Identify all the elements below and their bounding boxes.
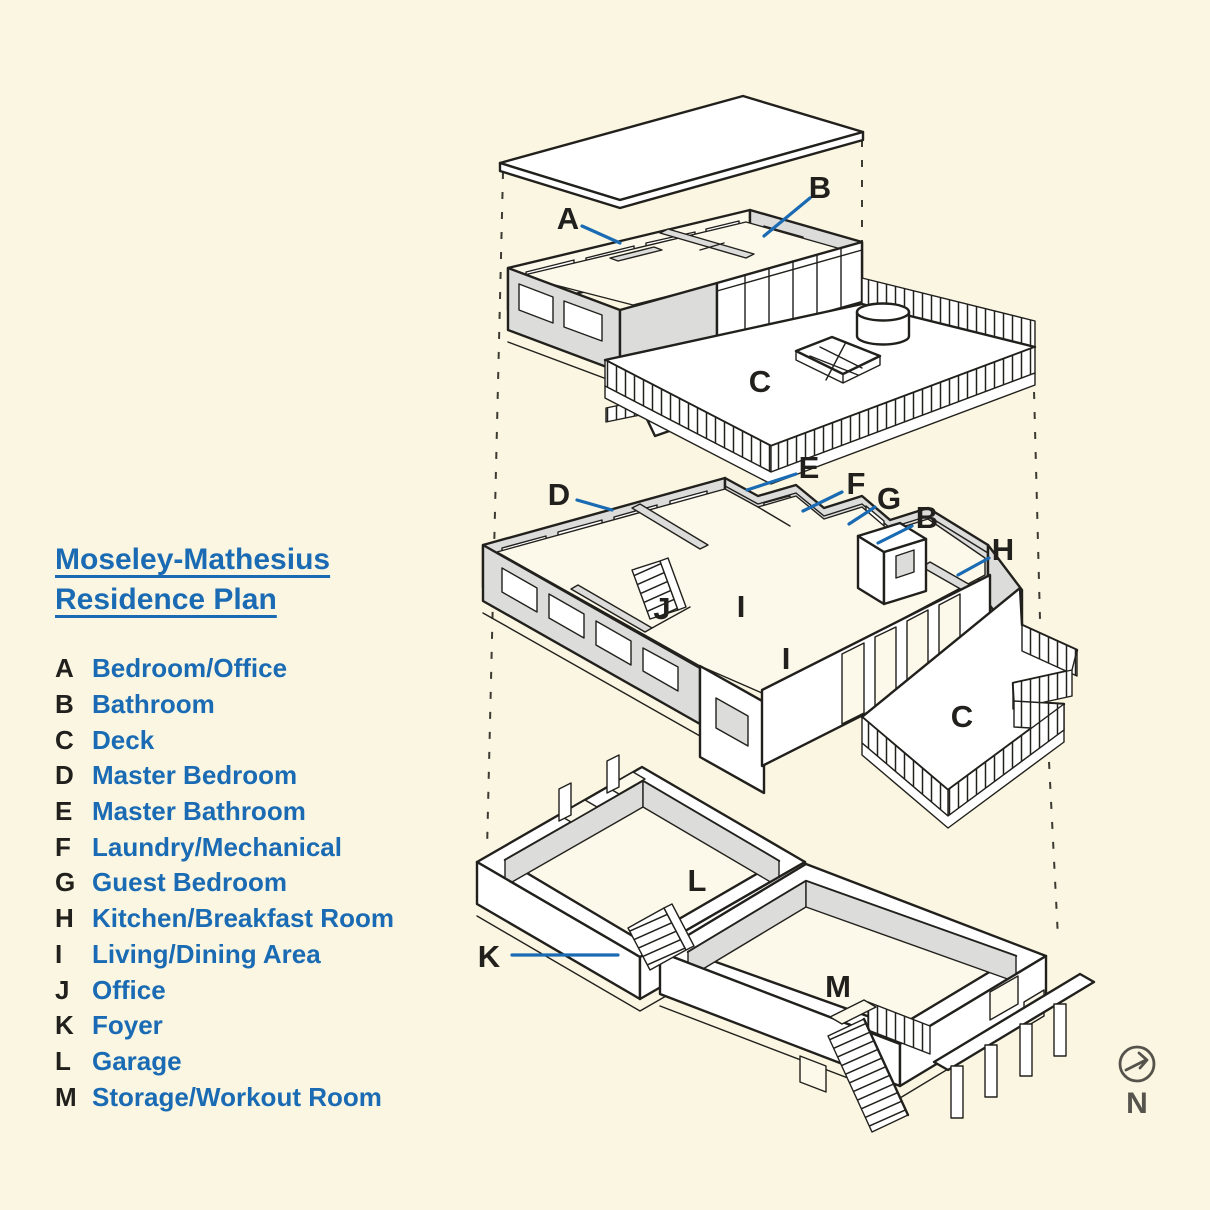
title-line-2: Residence Plan [55, 583, 277, 616]
legend-key: D [55, 760, 74, 791]
main-deck [860, 586, 1079, 829]
legend-item-H: H Kitchen/Breakfast Room [55, 901, 394, 937]
plan-title: Moseley-Mathesius Residence Plan [55, 540, 330, 620]
legend-name: Garage [92, 1045, 182, 1076]
compass-circle-icon [1118, 1045, 1156, 1083]
main-front-windows [501, 567, 679, 692]
main-floor [481, 476, 1024, 795]
legend-name: Guest Bedroom [92, 867, 288, 898]
legend-key: I [55, 938, 63, 969]
callout-H: H [992, 532, 1014, 567]
foyer-stair [627, 903, 695, 971]
callout-M: M [825, 969, 851, 1004]
legend-item-J: J Office [55, 972, 394, 1008]
callout-D: D [548, 477, 570, 512]
legend-name: Foyer [92, 1010, 163, 1041]
legend-item-M: M Storage/Workout Room [55, 1079, 394, 1115]
callout-C-main: C [951, 699, 973, 734]
legend-name: Office [92, 974, 166, 1005]
legend-key: H [55, 903, 74, 934]
legend-item-F: F Laundry/Mechanical [55, 829, 394, 865]
compass-north-label: N [1126, 1087, 1148, 1120]
legend-key: E [55, 796, 73, 827]
legend-key: K [55, 1010, 74, 1041]
legend-key: A [55, 653, 74, 684]
legend-item-E: E Master Bathroom [55, 794, 394, 830]
callout-B-main: B [916, 500, 938, 535]
garage-back-openings [558, 754, 646, 823]
legend: A Bedroom/Office B Bathroom C Deck D Mas… [55, 651, 394, 1115]
legend-name: Laundry/Mechanical [92, 831, 342, 862]
compass: N [1118, 1045, 1156, 1120]
compass-arrow-icon [1124, 1058, 1148, 1072]
legend-item-G: G Guest Bedroom [55, 865, 394, 901]
legend-key: L [55, 1045, 71, 1076]
callout-C-upper: C [749, 364, 771, 399]
roof-slab [498, 94, 865, 210]
callout-E: E [799, 450, 820, 485]
roof-cylinder [855, 302, 911, 346]
callout-I-upper: I [737, 589, 746, 624]
legend-name: Bathroom [92, 689, 215, 720]
legend-name: Bedroom/Office [92, 653, 288, 684]
porch-columns [932, 972, 1096, 1119]
callout-L: L [688, 863, 707, 898]
glass-door-mullions [716, 247, 863, 336]
callout-letters: A B C D E F G B H J I I C K L M [478, 170, 1014, 1004]
interior-stair-upper [631, 557, 687, 620]
callout-K: K [478, 939, 501, 974]
title-line-1: Moseley-Mathesius [55, 543, 331, 576]
callout-F: F [847, 466, 866, 501]
legend-key: G [55, 867, 76, 898]
legend-item-B: B Bathroom [55, 687, 394, 723]
legend-item-D: D Master Bedroom [55, 758, 394, 794]
callout-A: A [557, 201, 579, 236]
legend-key: J [55, 974, 70, 1005]
legend-item-L: L Garage [55, 1044, 394, 1080]
upper-deck [603, 277, 1037, 485]
legend-name: Deck [92, 724, 155, 755]
exterior-stair [827, 1017, 910, 1133]
ground-floor [475, 754, 1096, 1133]
callout-B-upper: B [809, 170, 831, 205]
callout-G: G [877, 481, 901, 516]
legend-name: Kitchen/Breakfast Room [92, 903, 394, 934]
legend-item-K: K Foyer [55, 1008, 394, 1044]
leader-lines [510, 196, 991, 957]
legend-name: Master Bedroom [92, 760, 298, 791]
legend-name: Master Bathroom [92, 796, 306, 827]
legend-name: Living/Dining Area [92, 938, 321, 969]
legend-name: Storage/Workout Room [92, 1081, 382, 1112]
legend-key: F [55, 831, 71, 862]
legend-key: M [55, 1081, 77, 1112]
projection-dashed-lines [486, 140, 1059, 939]
callout-I-lower: I [782, 641, 791, 676]
skylight [794, 335, 882, 384]
legend-key: B [55, 689, 74, 720]
legend-key: C [55, 724, 74, 755]
legend-item-I: I Living/Dining Area [55, 937, 394, 973]
legend-item-A: A Bedroom/Office [55, 651, 394, 687]
callout-J: J [653, 591, 670, 626]
legend-item-C: C Deck [55, 722, 394, 758]
upper-floor [506, 208, 864, 385]
